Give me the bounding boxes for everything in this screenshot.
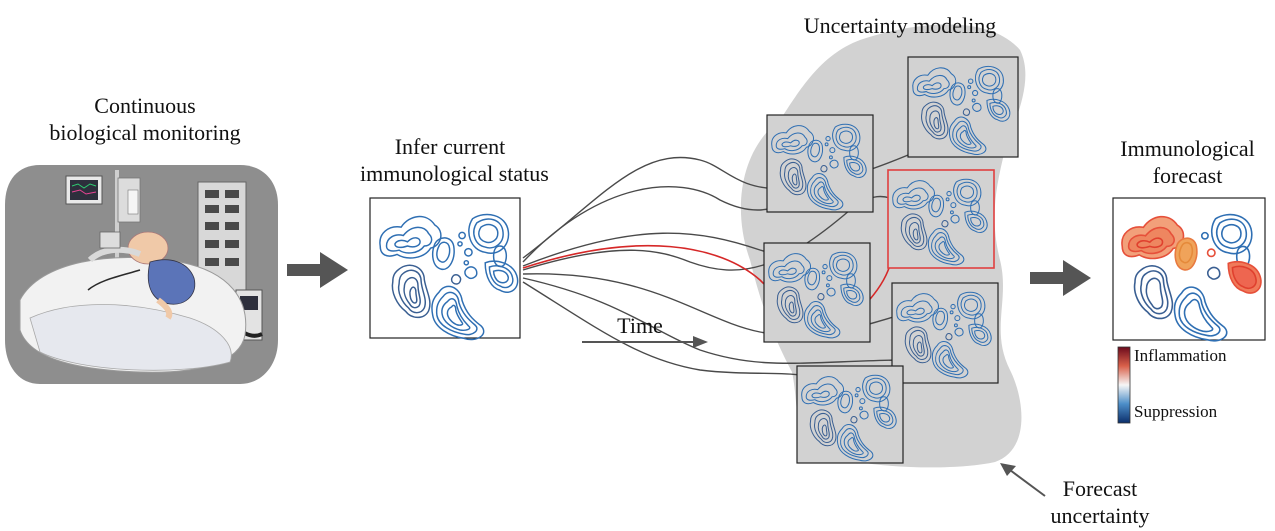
sample-panel-5 xyxy=(796,365,904,464)
time-label: Time xyxy=(617,313,663,338)
monitoring-title: Continuous biological monitoring xyxy=(30,92,260,146)
forecast-panel xyxy=(1112,197,1266,342)
forecast-uncertainty-line2: uncertainty xyxy=(1050,503,1150,528)
monitoring-title-line2: biological monitoring xyxy=(49,120,241,145)
forecast-uncertainty-line1: Forecast xyxy=(1062,476,1138,501)
icu-patient-illustration xyxy=(5,165,278,384)
forecast-title: Immunological forecast xyxy=(1100,135,1275,189)
colorbar xyxy=(1117,346,1131,424)
current-status-panel xyxy=(369,197,521,341)
sample-panel-3 xyxy=(763,242,871,343)
infer-status-line1: Infer current xyxy=(394,134,506,159)
uncertainty-modeling-title: Uncertainty modeling xyxy=(803,13,997,38)
sample-panel-2 xyxy=(907,56,1019,158)
colorbar-bottom-label: Suppression xyxy=(1134,402,1218,421)
forecast-uncertainty-arrow xyxy=(1000,463,1046,497)
time-arrow xyxy=(582,336,708,348)
infer-status-title: Infer current immunological status xyxy=(360,133,549,187)
sample-panel-4 xyxy=(891,282,999,384)
forecast-uncertainty-label: Forecast uncertainty xyxy=(1030,475,1170,529)
arrow-right-1 xyxy=(287,252,348,288)
sample-panel-highlighted xyxy=(887,169,995,269)
monitoring-title-line1: Continuous xyxy=(94,93,196,118)
colorbar-top-label: Inflammation xyxy=(1134,346,1227,365)
forecast-title-line2: forecast xyxy=(1152,163,1223,188)
arrow-right-2 xyxy=(1030,260,1091,296)
infer-status-line2: immunological status xyxy=(360,161,549,186)
sample-panel-1 xyxy=(766,114,874,213)
forecast-title-line1: Immunological xyxy=(1120,136,1255,161)
